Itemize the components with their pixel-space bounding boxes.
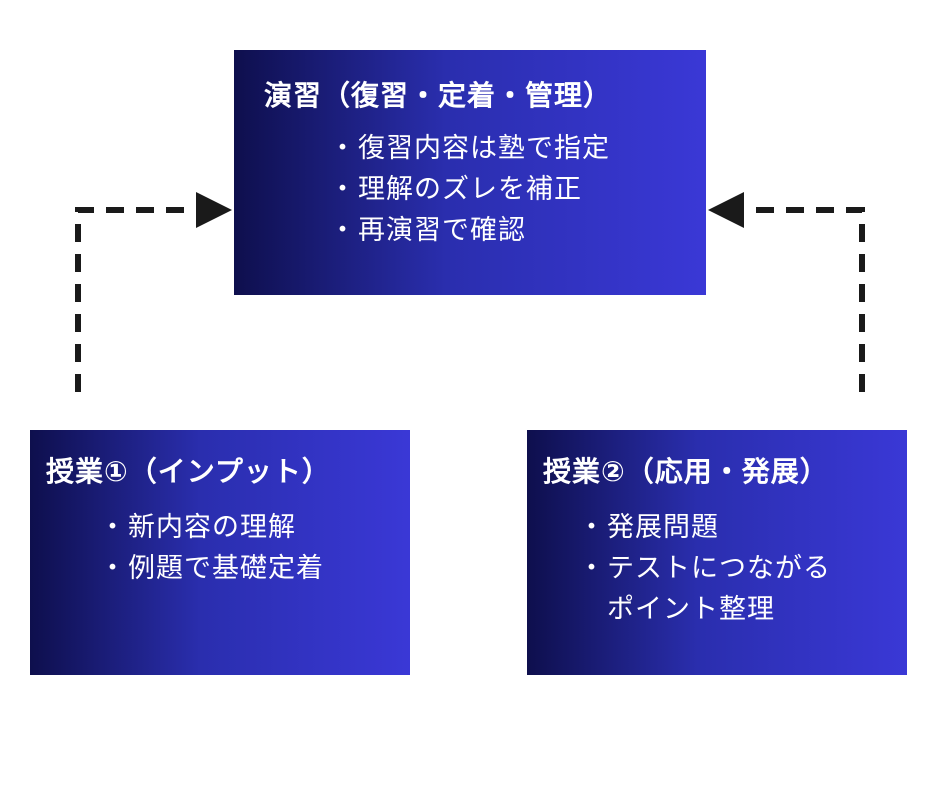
practice-item-3: 再演習で確認 [358, 215, 526, 246]
practice-item-2: 理解のズレを補正 [358, 174, 582, 205]
lesson2-item-2-continued: ポイント整理 [607, 594, 775, 625]
lesson1-title: 授業①（インプット） [46, 455, 331, 488]
lesson1-item-1: 新内容の理解 [128, 512, 296, 543]
bullet: ・ [578, 512, 606, 543]
list-item: ・発展問題 [577, 507, 907, 548]
list-item: ・テストにつながるポイント整理 [577, 548, 907, 630]
bullet: ・ [329, 133, 357, 164]
lesson2-box: 授業②（応用・発展） ・発展問題 ・テストにつながるポイント整理 [527, 430, 907, 675]
lesson2-item-1: 発展問題 [607, 512, 719, 543]
practice-list: ・復習内容は塾で指定 ・理解のズレを補正 ・再演習で確認 [264, 128, 706, 251]
arrow-lesson1-to-practice [75, 192, 232, 392]
lesson2-title: 授業②（応用・発展） [543, 455, 829, 488]
bullet: ・ [99, 512, 127, 543]
bullet: ・ [329, 174, 357, 205]
list-item: ・再演習で確認 [328, 210, 706, 251]
list-item: ・復習内容は塾で指定 [328, 128, 706, 169]
practice-title: 演習（復習・定着・管理） [264, 79, 613, 112]
lesson2-item-2: テストにつながる [607, 553, 831, 584]
practice-item-1: 復習内容は塾で指定 [358, 133, 610, 164]
bullet: ・ [578, 553, 606, 584]
lesson1-box: 授業①（インプット） ・新内容の理解 ・例題で基礎定着 [30, 430, 410, 675]
list-item: ・理解のズレを補正 [328, 169, 706, 210]
lesson2-list: ・発展問題 ・テストにつながるポイント整理 [543, 507, 907, 630]
practice-box: 演習（復習・定着・管理） ・復習内容は塾で指定 ・理解のズレを補正 ・再演習で確… [234, 50, 706, 295]
list-item: ・新内容の理解 [98, 507, 410, 548]
lesson1-list: ・新内容の理解 ・例題で基礎定着 [46, 507, 410, 589]
list-item: ・例題で基礎定着 [98, 548, 410, 589]
bullet: ・ [99, 553, 127, 584]
bullet: ・ [329, 215, 357, 246]
arrow-lesson2-to-practice [708, 192, 865, 392]
lesson1-item-2: 例題で基礎定着 [128, 553, 324, 584]
